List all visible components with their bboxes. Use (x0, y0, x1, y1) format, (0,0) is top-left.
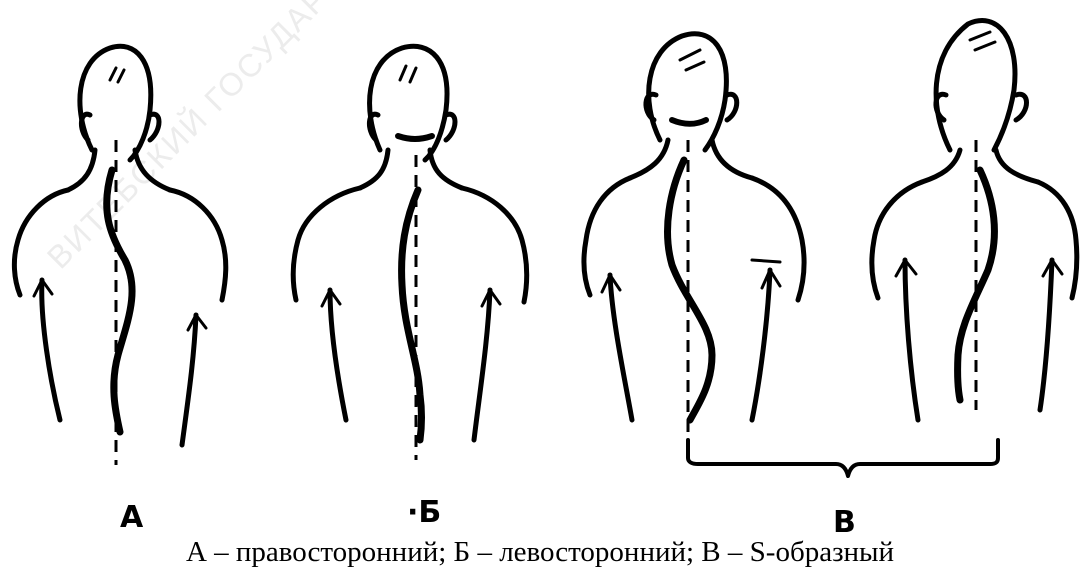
figure-b (293, 46, 527, 460)
v-bracket (688, 440, 998, 476)
figure-v-left-spine (668, 160, 712, 420)
panel-label-v: В (833, 505, 856, 540)
figure-v-left-body (584, 34, 804, 420)
panel-label-a: А (120, 500, 143, 535)
figure-b-spine (402, 190, 422, 440)
figure-a (14, 46, 225, 465)
panel-label-b: ·Б (407, 495, 441, 530)
figure-caption: А – правосторонний; Б – левосторонний; В… (0, 536, 1080, 569)
figure-b-body (293, 46, 527, 440)
figure-a-spine (107, 170, 132, 432)
figure-v-left (584, 34, 804, 440)
figure-v-right-body (872, 21, 1077, 420)
figure-v-right (872, 21, 1077, 420)
